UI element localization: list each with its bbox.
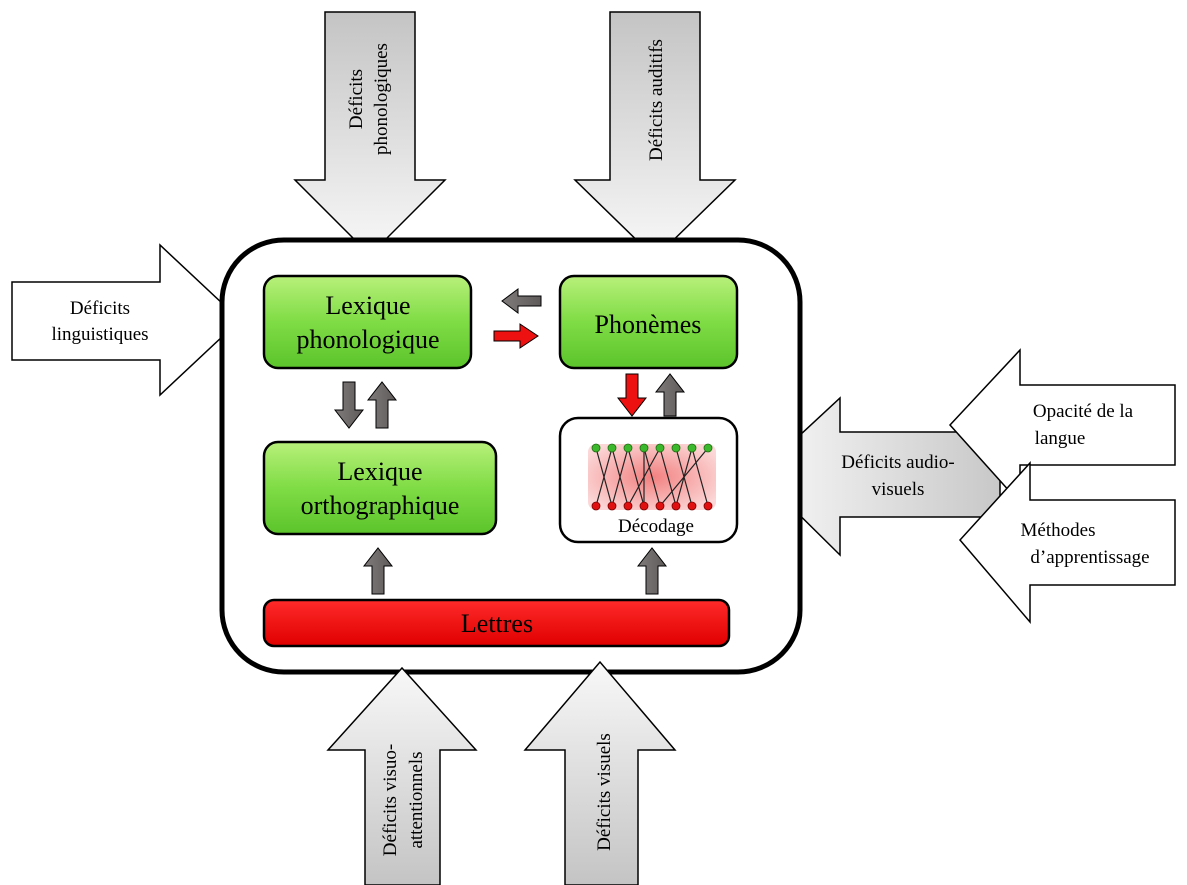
arrow-deficits-audiovisuels: Déficits audio- visuels [756, 396, 1001, 557]
label-deficits-phonologiques-2: phonologiques [371, 43, 392, 155]
label-lexique-orthographique-1: Lexique [337, 457, 422, 486]
arrow-deficits-phonologiques: Déficits phonologiques [293, 11, 447, 257]
label-deficits-linguistiques-1: Déficits [70, 298, 130, 319]
arrow-deficits-visuo-attentionnels: Déficits visuo- attentionnels [326, 666, 478, 885]
label-deficits-visuo-attentionnels-1: Déficits visuo- [380, 744, 401, 856]
flow-arrow-phonemes-to-lexique-phonologique [501, 288, 542, 314]
arrow-deficits-linguistiques: Déficits linguistiques [11, 243, 242, 397]
label-deficits-visuels: Déficits visuels [594, 733, 615, 851]
label-lexique-phonologique-2: phonologique [297, 325, 440, 354]
flow-arrow-phonemes-to-decodage [616, 373, 648, 417]
label-opacite-langue-1: Opacité de la [1033, 401, 1134, 422]
label-lettres: Lettres [461, 609, 533, 638]
label-decodage: Décodage [618, 516, 694, 537]
label-deficits-auditifs: Déficits auditifs [646, 39, 667, 161]
label-methodes-apprentissage-1: Méthodes [1021, 520, 1096, 541]
flow-arrow-lexique-phonologique-to-phonemes [493, 323, 539, 349]
module-decodage: Décodage [558, 416, 739, 544]
label-lexique-orthographique-2: orthographique [301, 491, 460, 520]
arrow-methodes-apprentissage: Méthodes d’apprentissage [959, 461, 1176, 625]
module-phonemes: Phonèmes [558, 274, 739, 370]
module-lettres: Lettres [262, 598, 731, 648]
flow-arrow-decodage-to-phonemes [654, 373, 686, 417]
label-deficits-audiovisuels-2: visuels [872, 479, 925, 500]
flow-arrow-lettres-to-decodage [636, 547, 668, 595]
label-deficits-audiovisuels-1: Déficits audio- [841, 452, 954, 473]
label-phonemes: Phonèmes [595, 310, 702, 339]
label-methodes-apprentissage-2: d’apprentissage [1030, 547, 1149, 568]
flow-arrow-orthographique-to-phonologique [366, 381, 398, 429]
flow-arrow-lettres-to-orthographique [362, 547, 394, 595]
arrow-deficits-auditifs: Déficits auditifs [573, 11, 737, 260]
label-deficits-visuo-attentionnels-2: attentionnels [406, 751, 427, 848]
flow-arrow-phonologique-to-orthographique [333, 381, 365, 429]
label-opacite-langue-2: langue [1035, 428, 1086, 449]
module-lexique-phonologique: Lexique phonologique [262, 274, 473, 370]
arrow-opacite-langue: Opacité de la langue [948, 348, 1176, 505]
arrow-deficits-visuels: Déficits visuels [523, 660, 677, 885]
label-deficits-linguistiques-2: linguistiques [51, 324, 148, 345]
neural-network-icon [588, 443, 716, 511]
module-lexique-orthographique: Lexique orthographique [262, 440, 498, 536]
label-lexique-phonologique-1: Lexique [325, 291, 410, 320]
label-deficits-phonologiques-1: Déficits [346, 69, 367, 129]
